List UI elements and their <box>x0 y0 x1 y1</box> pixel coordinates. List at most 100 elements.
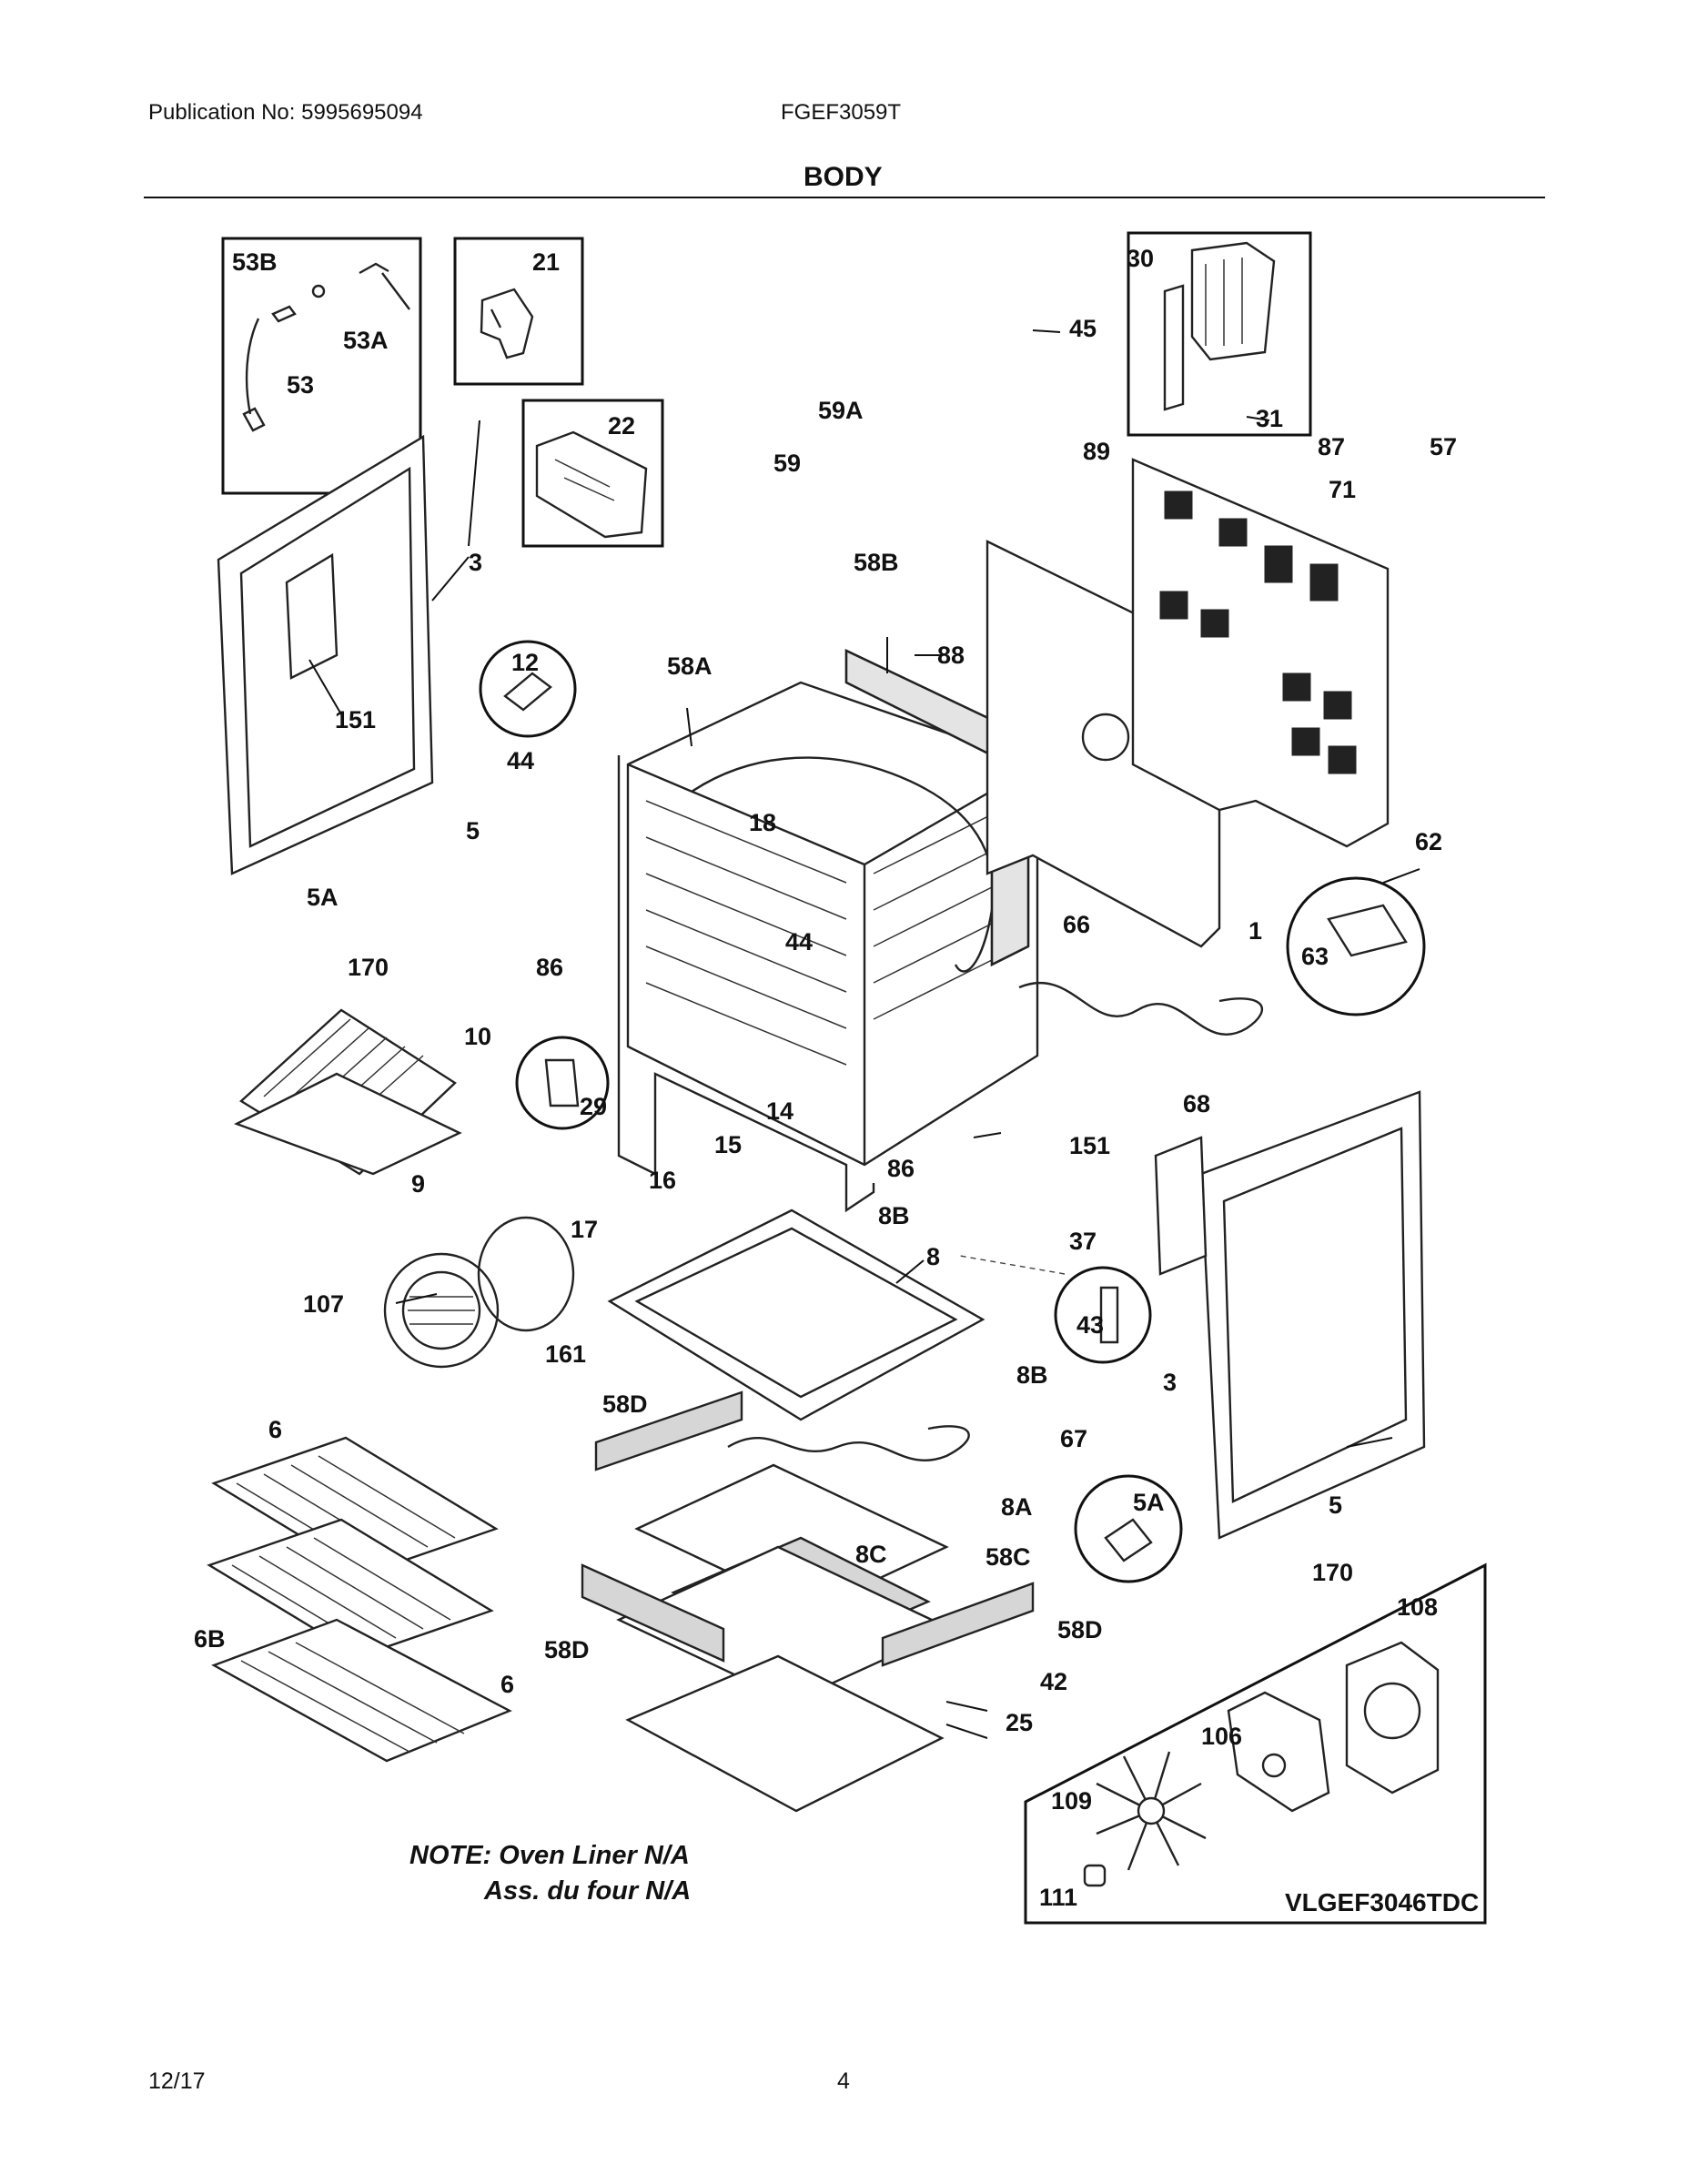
callout-3: 3 <box>469 549 482 576</box>
callout-6-lower: 6 <box>500 1671 514 1698</box>
inset-box-21 <box>453 237 584 386</box>
callout-21: 21 <box>532 248 560 276</box>
callout-170-right: 170 <box>1312 1559 1353 1586</box>
convection-element-161 <box>477 1216 575 1332</box>
callout-58b: 58B <box>854 549 899 576</box>
callout-57: 57 <box>1430 433 1457 460</box>
detail-29 <box>515 1036 610 1130</box>
footer-page-number: 4 <box>837 2068 850 2094</box>
callout-161: 161 <box>545 1340 586 1368</box>
inset-box-53 <box>221 237 422 495</box>
bake-element-66 <box>1018 981 1264 1036</box>
callout-151: 151 <box>335 706 376 733</box>
callout-8b-right: 8B <box>1016 1361 1048 1389</box>
callout-58c: 58C <box>986 1543 1031 1571</box>
drawer-assembly-8A <box>616 1463 954 1813</box>
callout-53b: 53B <box>232 248 278 276</box>
callout-8c: 8C <box>855 1541 887 1568</box>
callout-43: 43 <box>1076 1311 1104 1339</box>
callout-8: 8 <box>926 1243 940 1270</box>
broiler-pan-9-10 <box>233 1008 462 1176</box>
callout-58a: 58A <box>667 652 713 680</box>
note-line-1: NOTE: Oven Liner N/A <box>409 1841 690 1870</box>
element-67 <box>727 1425 970 1461</box>
callout-44: 44 <box>507 747 534 774</box>
callout-63: 63 <box>1301 943 1329 970</box>
header-rule <box>144 197 1545 198</box>
callout-58d: 58D <box>602 1390 648 1418</box>
callout-29: 29 <box>580 1093 607 1120</box>
inset-box-22 <box>521 399 664 548</box>
callout-16: 16 <box>649 1167 676 1194</box>
callout-5a: 5A <box>307 884 339 911</box>
callout-25: 25 <box>1006 1709 1033 1736</box>
inset-box-fan-motor <box>1024 1562 1487 1925</box>
insulation-58D <box>581 1390 1035 1667</box>
callout-71: 71 <box>1329 476 1356 503</box>
callout-108: 108 <box>1397 1593 1438 1621</box>
section-title: BODY <box>804 162 883 192</box>
callout-109: 109 <box>1051 1787 1092 1815</box>
callout-8a: 8A <box>1001 1493 1033 1521</box>
callout-86b: 86 <box>887 1155 915 1182</box>
inset-code: VLGEF3046TDC <box>1285 1888 1479 1916</box>
callout-53: 53 <box>287 371 314 399</box>
detail-12 <box>479 640 577 738</box>
callout-87: 87 <box>1318 433 1345 460</box>
callout-62: 62 <box>1415 828 1442 855</box>
callout-8b: 8B <box>878 1202 910 1229</box>
publication-number: Publication No: 5995695094 <box>148 100 423 125</box>
callout-44b: 44 <box>785 928 813 956</box>
callout-9: 9 <box>411 1170 425 1198</box>
callout-151b: 151 <box>1069 1132 1110 1159</box>
callout-1: 1 <box>1248 917 1262 945</box>
callout-17: 17 <box>571 1216 598 1243</box>
callout-6: 6 <box>268 1416 282 1443</box>
callout-5: 5 <box>466 817 480 844</box>
callout-45: 45 <box>1069 315 1097 342</box>
callout-106: 106 <box>1201 1723 1242 1750</box>
callout-5-right: 5 <box>1329 1491 1342 1519</box>
inset-box-30 <box>1127 231 1312 437</box>
callout-68: 68 <box>1183 1090 1210 1117</box>
front-frame <box>617 755 875 1213</box>
callout-3-right: 3 <box>1163 1369 1177 1396</box>
callout-107: 107 <box>303 1290 344 1318</box>
detail-5A <box>1074 1474 1183 1583</box>
callout-88: 88 <box>937 642 965 669</box>
callout-86: 86 <box>536 954 563 981</box>
note-line-2: Ass. du four N/A <box>483 1876 691 1906</box>
callout-10: 10 <box>464 1023 491 1050</box>
callout-18: 18 <box>749 809 776 836</box>
callout-67: 67 <box>1060 1425 1087 1452</box>
detail-62 <box>1286 876 1426 1016</box>
callout-37: 37 <box>1069 1228 1097 1255</box>
drawer-8 <box>607 1208 986 1421</box>
callout-58d-right: 58D <box>1057 1616 1103 1643</box>
bolt-43-detail <box>959 1255 1152 1364</box>
callout-58d-left: 58D <box>544 1636 590 1663</box>
leader-lines <box>308 329 1420 1739</box>
callout-14: 14 <box>766 1097 793 1125</box>
callout-89: 89 <box>1083 438 1110 465</box>
callout-22: 22 <box>608 412 635 440</box>
callout-6b: 6B <box>194 1625 226 1653</box>
footer-date: 12/17 <box>148 2068 206 2094</box>
model-number: FGEF3059T <box>781 100 902 125</box>
callout-42: 42 <box>1040 1668 1067 1695</box>
callout-111: 111 <box>1039 1884 1077 1911</box>
callout-labels: 53B 21 53A 53 22 30 45 31 59A 87 57 59 8… <box>194 245 1457 1911</box>
callout-12: 12 <box>511 649 539 676</box>
side-panel-right-3 <box>1154 1090 1426 1540</box>
oven-racks-6 <box>207 1436 512 1763</box>
convection-cover-107 <box>383 1252 500 1369</box>
callout-5a-right: 5A <box>1133 1489 1165 1516</box>
callout-66: 66 <box>1063 911 1090 938</box>
oven-cavity <box>626 681 1039 1167</box>
callout-53a: 53A <box>343 327 389 354</box>
callout-30: 30 <box>1127 245 1154 272</box>
callout-31: 31 <box>1256 405 1283 432</box>
side-panel-left-3 <box>217 434 434 875</box>
callout-15: 15 <box>714 1131 742 1158</box>
